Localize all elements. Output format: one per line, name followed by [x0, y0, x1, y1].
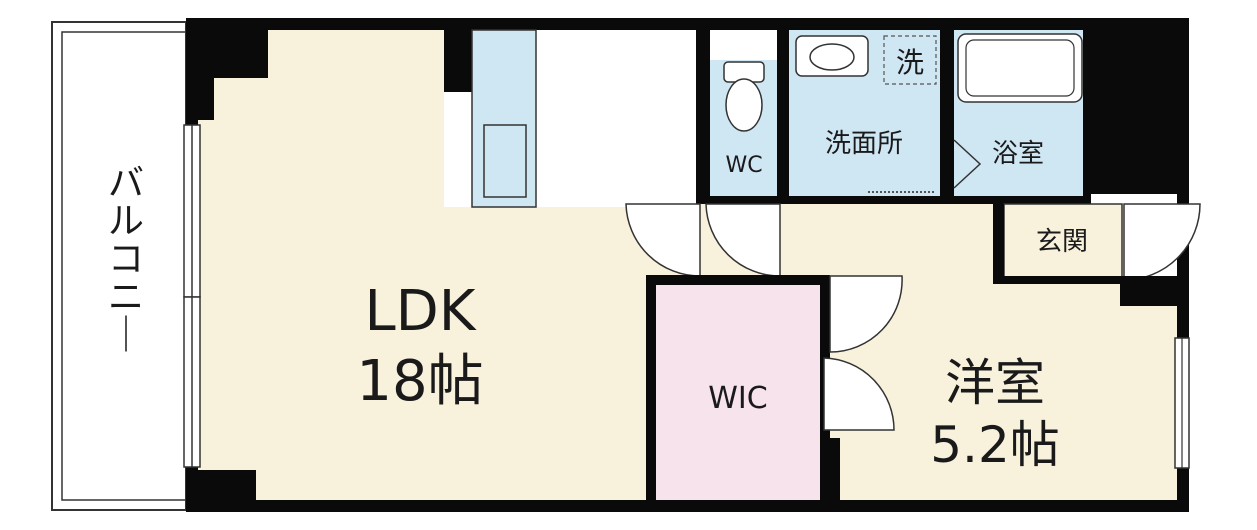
bedroom-name: 洋室: [945, 354, 1045, 412]
balcony-label: バルコニ｜: [108, 163, 144, 356]
wc-room: WC: [710, 60, 777, 196]
balcony: バルコニ｜: [51, 21, 187, 511]
bedroom: 洋室 5.2帖: [823, 275, 1190, 500]
wic-label: WIC: [708, 381, 767, 416]
ldk-windows: [183, 124, 201, 468]
wic-room: WIC: [646, 275, 830, 500]
wet-area-walls: [696, 30, 1091, 207]
entrance-label: 玄関: [1036, 227, 1088, 257]
ldk-size: 18帖: [356, 349, 483, 414]
washroom-label: 洗面所: [825, 129, 903, 159]
washroom: 洗 洗面所: [789, 30, 940, 196]
bathroom: 浴室: [953, 30, 1083, 196]
wc-label: WC: [725, 153, 762, 178]
ldk-room: LDK 18帖: [198, 30, 696, 500]
kitchen-counter: [444, 29, 537, 208]
ldk-name: LDK: [364, 279, 476, 344]
bedroom-size: 5.2帖: [930, 416, 1060, 474]
washing-machine-label: 洗: [896, 46, 924, 79]
bathroom-label: 浴室: [992, 139, 1044, 169]
